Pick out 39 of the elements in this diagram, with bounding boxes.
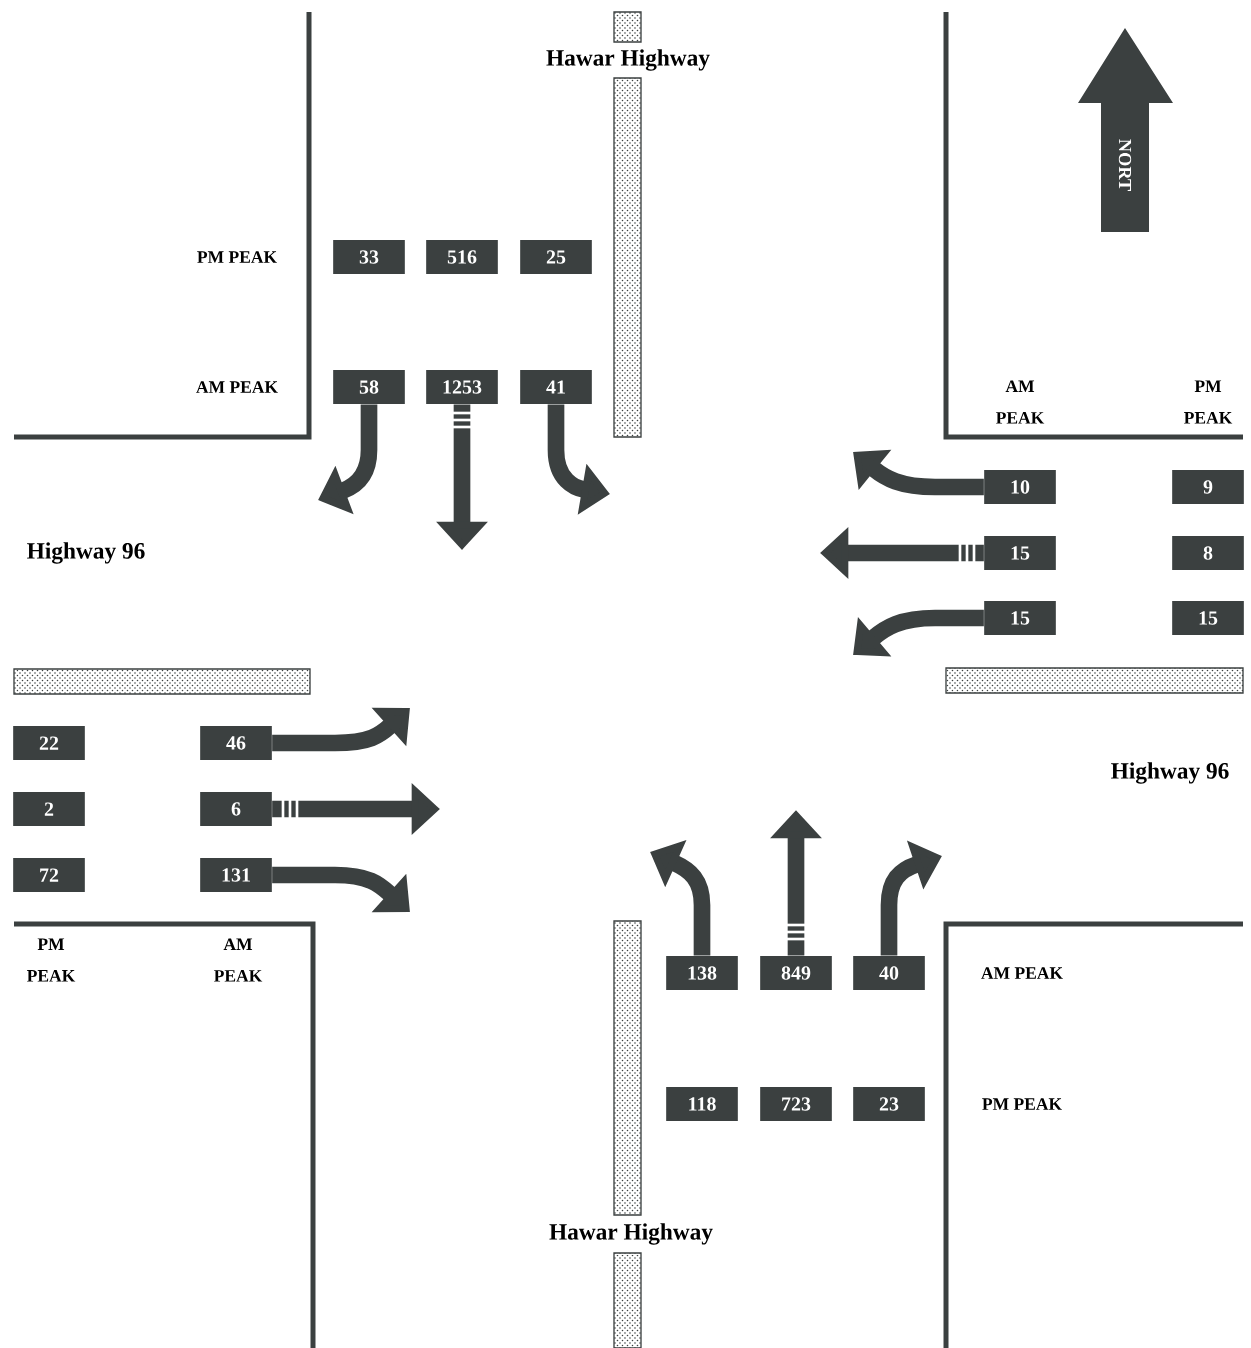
count-box: 8 (1172, 535, 1244, 571)
turn-arrow (272, 866, 410, 913)
count-box: 58 (333, 369, 405, 405)
count-box: 15 (984, 600, 1056, 636)
count-box: 6 (200, 791, 272, 827)
peak-label: PM PEAK (982, 1098, 1062, 1110)
count-box: 118 (666, 1086, 738, 1122)
peak-label: AM PEAK (214, 938, 263, 982)
count-box: 9 (1172, 469, 1244, 505)
count-box: 15 (1172, 600, 1244, 636)
count-box: 41 (520, 369, 592, 405)
peak-label: AM PEAK (996, 380, 1045, 424)
count-box: 10 (984, 469, 1056, 505)
count-box: 25 (520, 239, 592, 275)
peak-label: PM PEAK (1184, 380, 1233, 424)
count-box: 1253 (426, 369, 498, 405)
road-name: Hawar Highway (544, 47, 712, 73)
count-box: 46 (200, 725, 272, 761)
road-name: Hawar Highway (547, 1221, 715, 1247)
count-box: 15 (984, 535, 1056, 571)
peak-label: AM PEAK (196, 381, 278, 393)
count-box: 516 (426, 239, 498, 275)
count-box: 131 (200, 857, 272, 893)
peak-label: PM PEAK (27, 938, 76, 982)
peak-label: AM PEAK (981, 967, 1063, 979)
peak-label: PM PEAK (197, 251, 277, 263)
count-box: 40 (853, 955, 925, 991)
count-box: 22 (13, 725, 85, 761)
count-box: 33 (333, 239, 405, 275)
count-box: 849 (760, 955, 832, 991)
turn-arrow (272, 707, 410, 752)
count-box: 723 (760, 1086, 832, 1122)
count-box: 72 (13, 857, 85, 893)
road-name: Highway 96 (1109, 760, 1231, 786)
count-box: 2 (13, 791, 85, 827)
count-box: 138 (666, 955, 738, 991)
count-box: 23 (853, 1086, 925, 1122)
turn-arrow (853, 609, 984, 657)
road-name: Highway 96 (25, 540, 147, 566)
